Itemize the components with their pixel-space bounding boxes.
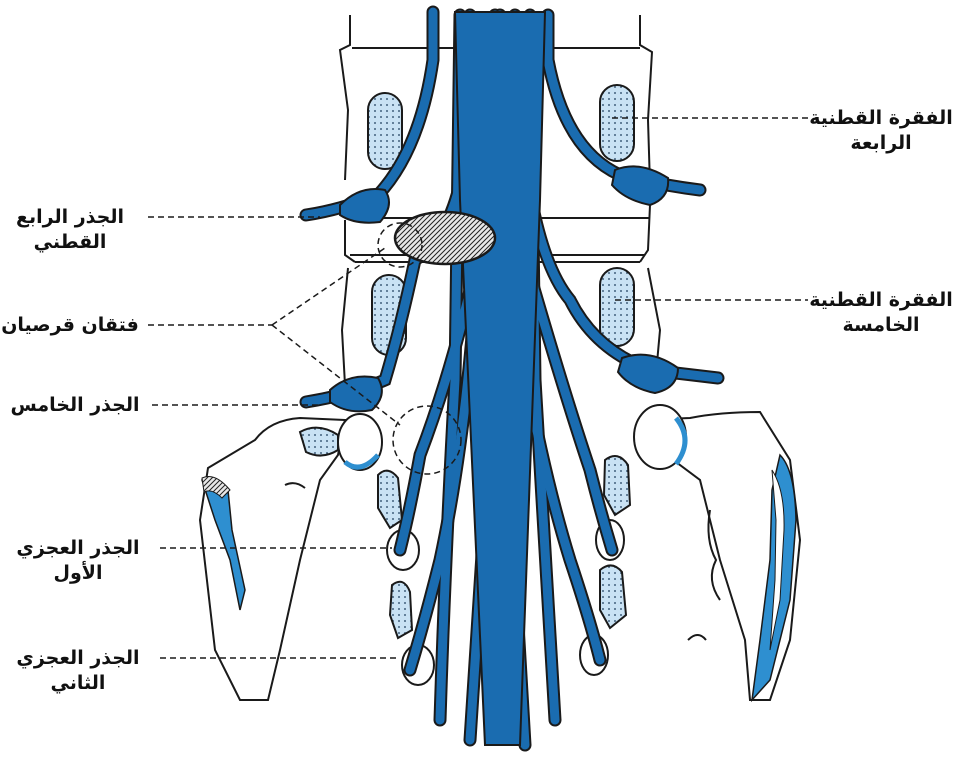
label-s1-root-line1: الجذر العجزي xyxy=(16,537,140,559)
label-l5-vertebra: الفقرة القطنية الخامسة xyxy=(806,288,954,338)
herniation-dashed-circles xyxy=(377,222,462,475)
cauda-equina xyxy=(299,5,725,752)
label-s2-root-line2: الثاني xyxy=(50,672,106,694)
label-s1-root: الجذر العجزي الأول xyxy=(0,536,158,586)
label-disc-herniation: فتقان قرصيان xyxy=(0,313,150,338)
label-l4-vertebra: الفقرة القطنية الرابعة xyxy=(806,106,954,156)
label-l5-vertebra-line2: الخامسة xyxy=(842,314,920,336)
label-l5-vertebra-line1: الفقرة القطنية xyxy=(809,289,953,311)
label-l4-vertebra-line1: الفقرة القطنية xyxy=(809,107,953,129)
label-l4-vertebra-line2: الرابعة xyxy=(850,132,912,154)
label-l5-root: الجذر الخامس xyxy=(0,393,155,418)
label-disc-herniation-line1: فتقان قرصيان xyxy=(1,314,139,336)
sacrum-right xyxy=(638,410,802,703)
sacrum-left xyxy=(198,416,347,701)
label-s2-root: الجذر العجزي الثاني xyxy=(0,646,158,696)
label-s2-root-line1: الجذر العجزي xyxy=(16,647,140,669)
label-l5-root-line1: الجذر الخامس xyxy=(10,394,140,416)
label-l4-root-line2: القطني xyxy=(33,231,107,253)
leader-lines xyxy=(148,117,808,659)
label-s1-root-line2: الأول xyxy=(53,562,103,584)
label-l4-root: الجذر الرابع القطني xyxy=(0,205,150,255)
label-l4-root-line1: الجذر الرابع xyxy=(16,206,124,228)
disc-herniation-l4 xyxy=(393,210,497,266)
